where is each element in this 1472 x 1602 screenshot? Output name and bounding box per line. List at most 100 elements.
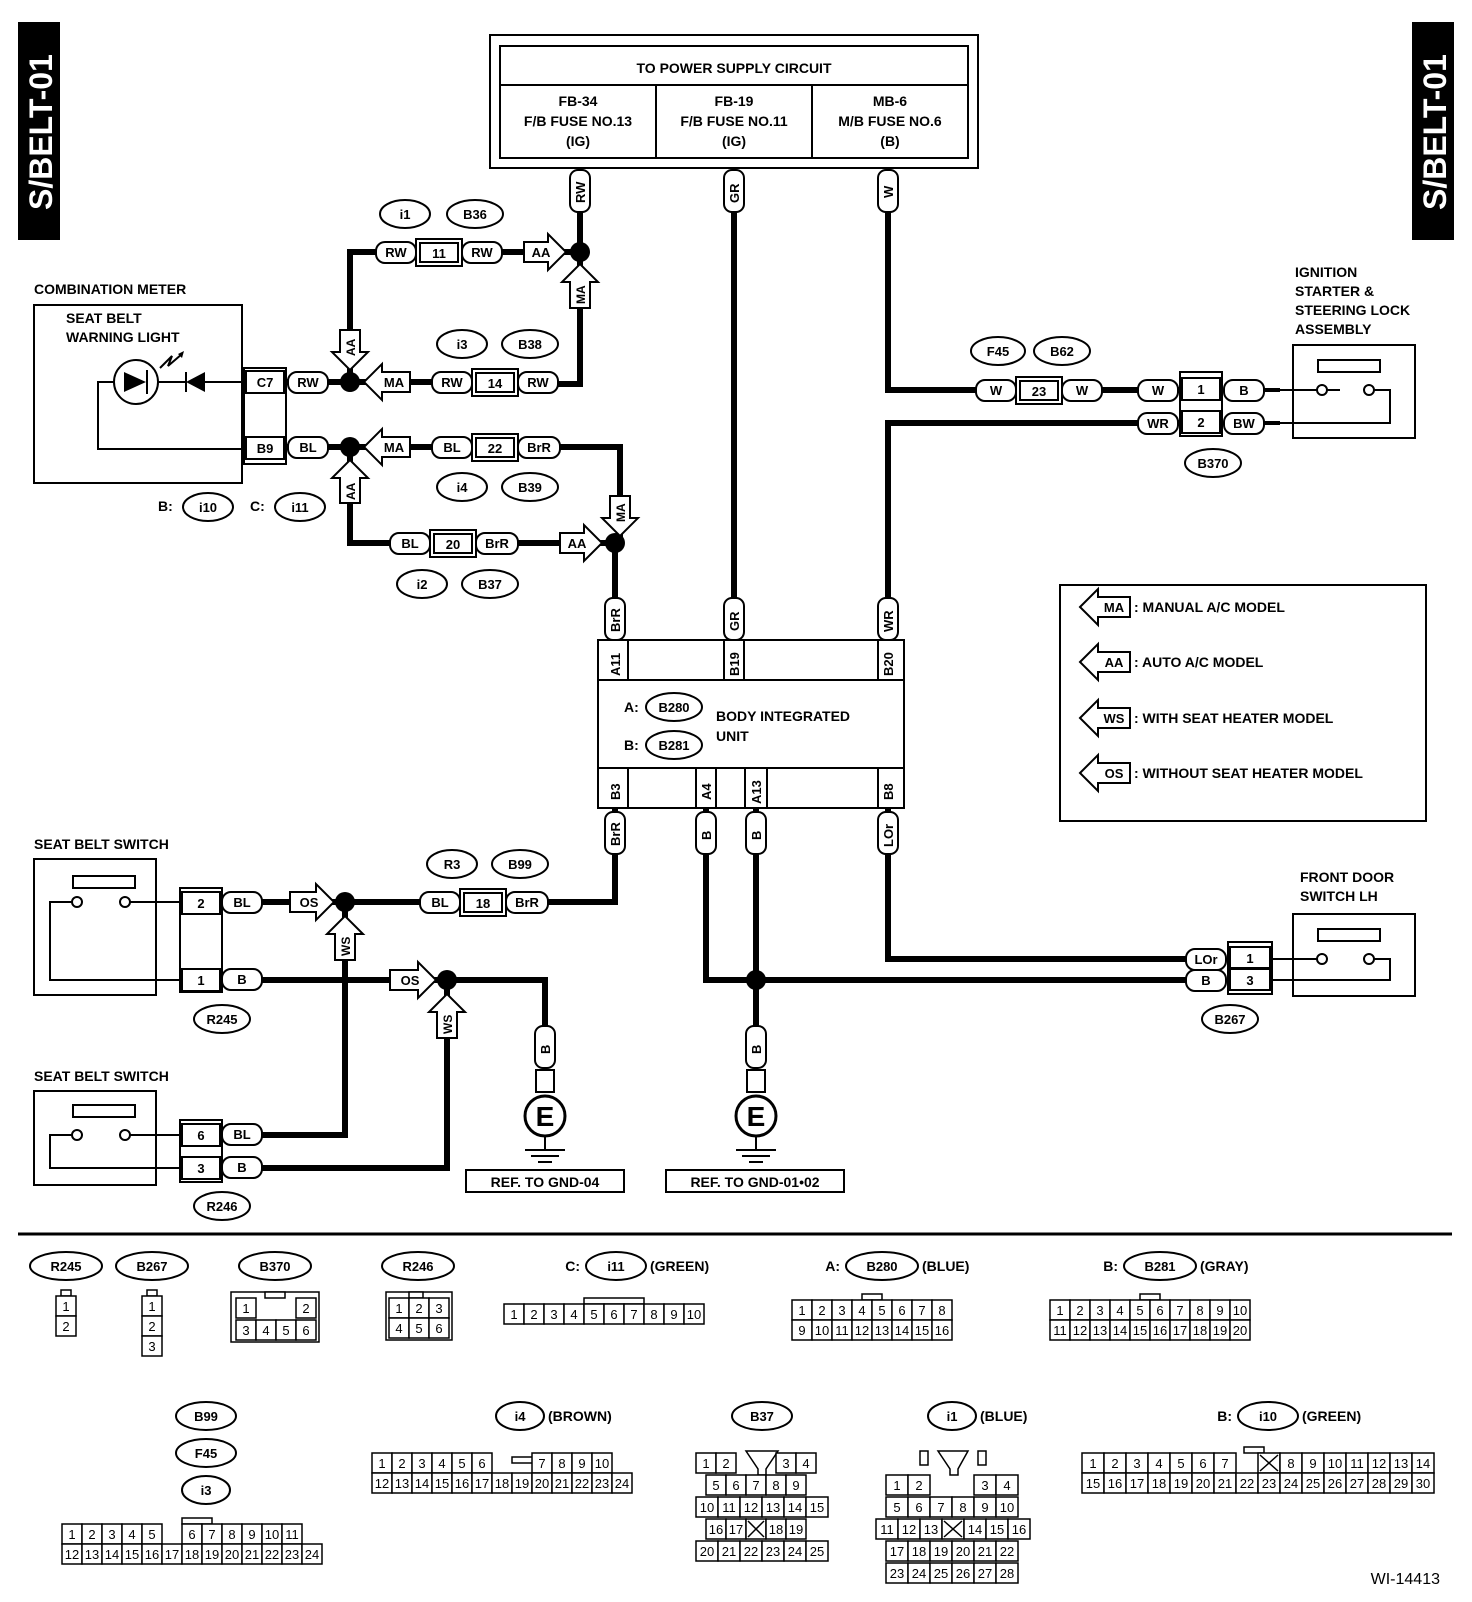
svg-text:MA: MA xyxy=(1104,600,1125,615)
pin-b19: B19 xyxy=(727,652,742,676)
cavity-number: 1 xyxy=(702,1456,709,1471)
cavity-number: 27 xyxy=(978,1566,992,1581)
cavity-number: 19 xyxy=(1174,1476,1188,1491)
cavity-number: 10 xyxy=(1000,1500,1014,1515)
cavity-number: 17 xyxy=(729,1522,743,1537)
svg-text:1: 1 xyxy=(197,973,204,988)
svg-text:OS: OS xyxy=(401,973,420,988)
cavity-number: 17 xyxy=(1173,1323,1187,1338)
connector-r3: R3 xyxy=(444,857,461,872)
connector-view-id: i4 xyxy=(515,1409,527,1424)
connector-cavity xyxy=(805,1496,829,1518)
connector-cavity xyxy=(55,1315,77,1337)
cavity-number: 16 xyxy=(1153,1323,1167,1338)
svg-text:B: B xyxy=(749,831,764,840)
connector-cavity xyxy=(235,1297,257,1319)
legend-row-ma: MA : MANUAL A/C MODEL xyxy=(1078,586,1285,628)
svg-text:B: B xyxy=(237,1160,246,1175)
svg-text:OS: OS xyxy=(300,895,319,910)
cavity-number: 23 xyxy=(890,1566,904,1581)
cavity-number: 13 xyxy=(1093,1323,1107,1338)
svg-text:IGNITION: IGNITION xyxy=(1295,264,1357,280)
svg-text:: WITHOUT SEAT HEATER MODEL: : WITHOUT SEAT HEATER MODEL xyxy=(1134,765,1363,781)
cavity-number: 21 xyxy=(245,1547,259,1562)
cavity-number: 22 xyxy=(1000,1544,1014,1559)
r3-b99-connector: R3 B99 BL 18 BrR xyxy=(419,849,549,917)
cavity-number: 20 xyxy=(535,1476,549,1491)
cavity-number: 5 xyxy=(893,1500,900,1515)
cavity-number: 14 xyxy=(788,1500,802,1515)
svg-text:STARTER &: STARTER & xyxy=(1295,283,1374,299)
cavity-number: 17 xyxy=(1130,1476,1144,1491)
cavity-number: 4 xyxy=(1155,1456,1162,1471)
cavity-number: 6 xyxy=(188,1527,195,1542)
connector-cavity xyxy=(611,1472,633,1494)
cavity-number: 7 xyxy=(208,1527,215,1542)
cavity-number: 26 xyxy=(1328,1476,1342,1491)
cavity-number: 3 xyxy=(242,1323,249,1338)
wire-label: BrR xyxy=(485,536,509,551)
cavity-number: 5 xyxy=(148,1527,155,1542)
connector-cavity xyxy=(995,1562,1019,1584)
cavity-number: 2 xyxy=(148,1319,155,1334)
cavity-number: 14 xyxy=(1416,1456,1430,1471)
junctions xyxy=(335,242,766,990)
cavity-number: 1 xyxy=(510,1307,517,1322)
svg-text:AA: AA xyxy=(344,338,358,356)
cavity-number: 2 xyxy=(915,1478,922,1493)
connector-view-prefix: C: xyxy=(565,1258,580,1274)
cavity-number: 24 xyxy=(788,1544,802,1559)
svg-text:MA: MA xyxy=(614,503,628,522)
svg-text:BL: BL xyxy=(233,895,250,910)
cavity-number: 8 xyxy=(228,1527,235,1542)
cavity-number: 15 xyxy=(435,1476,449,1491)
svg-text:E: E xyxy=(747,1101,766,1132)
upper-connectors: i1 B36 RW 11 RW i3 B38 RW 14 RW RW BL BL… xyxy=(287,199,561,599)
cavity-number: 25 xyxy=(934,1566,948,1581)
ground-center: B E REF. TO GND-01•02 xyxy=(665,1025,845,1193)
page-code-tab-left: S/BELT-01 xyxy=(18,22,60,240)
wire-label: RW xyxy=(297,375,319,390)
model-arrows-upper: AA MA AA MA MA AA MA AA xyxy=(329,231,641,564)
cavity-number: 17 xyxy=(890,1544,904,1559)
cavity-number: 2 xyxy=(1076,1303,1083,1318)
connector-cavity xyxy=(683,1303,705,1325)
biu-wire-labels: BrR GR WR BrR B B LOr xyxy=(604,597,899,855)
connector-cavity xyxy=(785,1518,807,1540)
svg-text:2: 2 xyxy=(197,896,204,911)
cavity-number: 16 xyxy=(935,1323,949,1338)
cavity-number: 18 xyxy=(769,1522,783,1537)
connector-b37: B37 xyxy=(478,577,502,592)
cavity-number: 10 xyxy=(1233,1303,1247,1318)
cavity-number: 5 xyxy=(712,1478,719,1493)
cavity-number: 8 xyxy=(772,1478,779,1493)
connector-view-color: (GRAY) xyxy=(1200,1258,1249,1274)
pin-b9: B9 xyxy=(257,441,274,456)
legend-row-ws: WS : WITH SEAT HEATER MODEL xyxy=(1078,697,1334,739)
cavity-number: 18 xyxy=(1193,1323,1207,1338)
connector-view-color: (BLUE) xyxy=(922,1258,969,1274)
cavity-number: 11 xyxy=(1053,1323,1067,1338)
meter-connector-c-prefix: C: xyxy=(250,498,265,514)
connector-b62: B62 xyxy=(1050,344,1074,359)
cavity-number: 21 xyxy=(555,1476,569,1491)
svg-text:SEAT BELT SWITCH: SEAT BELT SWITCH xyxy=(34,836,169,852)
cavity-number: 8 xyxy=(1287,1456,1294,1471)
cavity-number: 12 xyxy=(1073,1323,1087,1338)
cavity-number: 13 xyxy=(85,1547,99,1562)
svg-text:WS: WS xyxy=(339,937,353,956)
model-arrows-lower: OS WS OS WS xyxy=(289,881,468,1039)
svg-text:GR: GR xyxy=(727,611,742,631)
fuse-1-l3: (IG) xyxy=(566,133,590,149)
connector-pin: 20 xyxy=(446,537,460,552)
figure-id: WI-14413 xyxy=(1371,1571,1440,1588)
cavity-number: 7 xyxy=(538,1456,545,1471)
cavity-number: 2 xyxy=(88,1527,95,1542)
cavity-number: 22 xyxy=(575,1476,589,1491)
svg-text:S/BELT-01: S/BELT-01 xyxy=(1417,54,1453,210)
cavity-number: 4 xyxy=(438,1456,445,1471)
junction-dot xyxy=(570,242,590,262)
connector-pin: 22 xyxy=(488,441,502,456)
